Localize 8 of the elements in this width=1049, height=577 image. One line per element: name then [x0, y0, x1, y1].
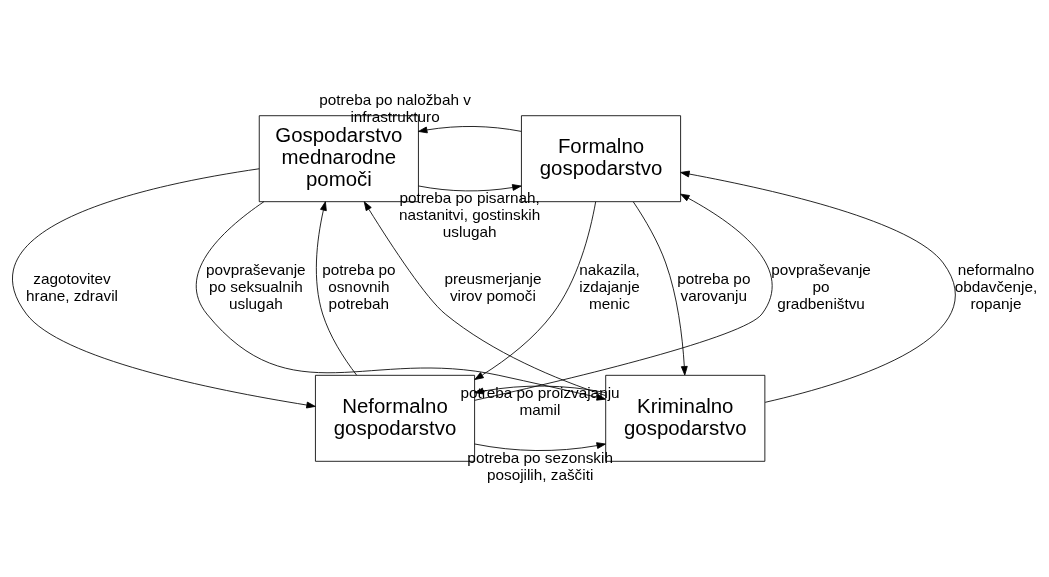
edge-label: potreba po varovanju — [677, 269, 751, 304]
edge-label: zagotovitev hrane, zdravil — [26, 269, 118, 304]
edge-label: potreba po osnovnih potrebah — [322, 261, 396, 313]
edge-label: neformalno obdavčenje, ropanje — [954, 261, 1038, 313]
edge-label: povpraševanje po gradbeništvu — [771, 261, 871, 313]
edge-label: nakazila, izdajanje menic — [579, 261, 640, 313]
edge-label: preusmerjanje virov pomoči — [444, 269, 542, 304]
edge-label: povpraševanje po seksualnih uslugah — [206, 261, 306, 313]
